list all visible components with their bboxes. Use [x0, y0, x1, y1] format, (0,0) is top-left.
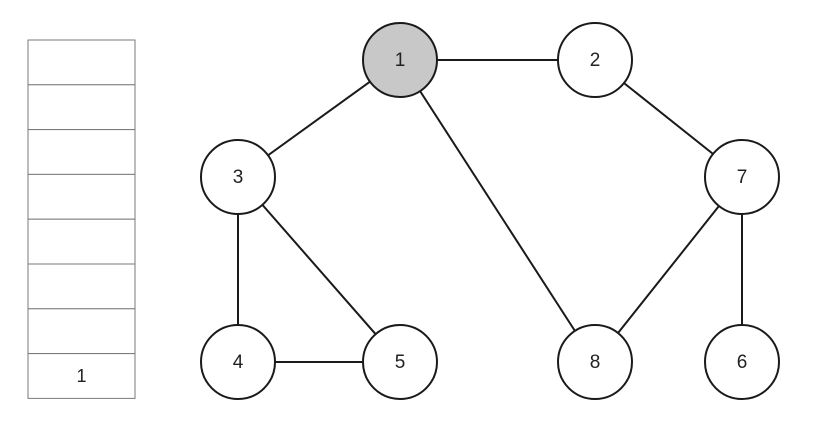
node-circle	[200, 139, 276, 215]
stack-cell-label: 1	[76, 366, 86, 386]
node-5: 5	[362, 324, 438, 400]
node-label: 2	[590, 50, 601, 71]
node-8: 8	[557, 324, 633, 400]
graph-edges	[237, 59, 743, 363]
node-6: 6	[704, 324, 780, 400]
node-label: 3	[233, 167, 244, 188]
node-2: 2	[557, 22, 633, 98]
node-7: 7	[704, 139, 780, 215]
node-circle	[200, 324, 276, 400]
stack-cell	[27, 308, 136, 355]
node-circle	[362, 22, 438, 98]
node-circle	[704, 324, 780, 400]
node-label: 6	[737, 352, 748, 373]
node-label: 1	[395, 50, 406, 71]
stack-cell	[27, 39, 136, 86]
edge-3-5	[237, 176, 401, 363]
graph-nodes: 1 2 3 4 5 6 7 8	[200, 22, 780, 400]
stack-cell	[27, 218, 136, 265]
node-circle	[362, 324, 438, 400]
node-label: 4	[233, 352, 244, 373]
stack-cell	[27, 84, 136, 131]
edge-1-8	[399, 59, 596, 363]
stack-cell	[27, 129, 136, 175]
stack: 1	[27, 39, 136, 399]
stack-cell	[27, 353, 136, 399]
stack-cell	[27, 173, 136, 220]
stack-cell	[27, 263, 136, 310]
node-label: 5	[395, 352, 406, 373]
node-label: 8	[590, 352, 601, 373]
node-circle	[704, 139, 780, 215]
node-3: 3	[200, 139, 276, 215]
edge-7-8	[594, 176, 743, 363]
node-circle	[557, 324, 633, 400]
node-4: 4	[200, 324, 276, 400]
node-1: 1	[362, 22, 438, 98]
node-label: 7	[737, 167, 748, 188]
node-circle	[557, 22, 633, 98]
